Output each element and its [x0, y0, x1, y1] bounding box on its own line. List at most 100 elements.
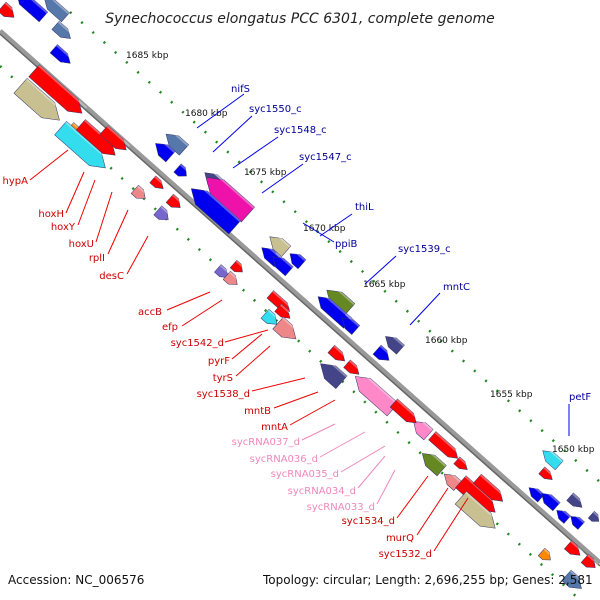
gene-label-lower[interactable]: hypA: [3, 176, 29, 187]
gene-arrow-steelblue[interactable]: [41, 0, 70, 23]
gene-arrow-highlight: [38, 64, 88, 109]
gene-arrow-blue[interactable]: [49, 44, 74, 68]
gene-label-upper[interactable]: petF: [569, 392, 591, 403]
gene-arrow-navy[interactable]: [587, 510, 600, 524]
gene-label-lower[interactable]: desC: [99, 271, 124, 282]
gene-arrow-highlight: [272, 290, 294, 310]
gene-label-upper[interactable]: syc1550_c: [249, 104, 302, 115]
leader-line: [166, 291, 211, 311]
gene-arrow-blue[interactable]: [269, 252, 294, 277]
gene-arrow-cyan[interactable]: [260, 308, 281, 329]
gene-arrow-red[interactable]: [149, 175, 166, 192]
gene-arrow-highlight: [396, 398, 420, 421]
gene-arrow-red[interactable]: [580, 553, 599, 572]
gene-arrow-highlight: [434, 431, 462, 456]
gene-label-upper[interactable]: syc1539_c: [398, 244, 451, 255]
gene-label-lower[interactable]: sycRNA033_d: [307, 502, 375, 513]
gene-arrow-blue[interactable]: [151, 138, 176, 163]
gene-arrow-highlight: [275, 252, 294, 269]
gene-label-lower[interactable]: syc1534_d: [342, 516, 395, 527]
gene-arrow-red[interactable]: [428, 431, 462, 463]
gene-arrow-blue[interactable]: [372, 344, 393, 365]
gene-arrow-red[interactable]: [28, 64, 88, 119]
gene-arrow-steelblue[interactable]: [51, 20, 74, 42]
gene-arrow-olive[interactable]: [454, 491, 501, 534]
gene-label-lower[interactable]: mntA: [261, 422, 288, 433]
gene-arrow-blue[interactable]: [173, 163, 190, 180]
gene-arrow-red[interactable]: [564, 540, 583, 560]
gene-label-upper[interactable]: ppiB: [335, 239, 357, 250]
gene-arrow-blue[interactable]: [286, 249, 307, 270]
gene-arrow-blue[interactable]: [338, 314, 361, 335]
gene-arrow-highlight: [333, 345, 349, 359]
gene-label-lower[interactable]: tyrS: [213, 373, 233, 384]
gene-label-upper[interactable]: syc1547_c: [299, 152, 352, 163]
gene-arrow-red[interactable]: [453, 456, 470, 473]
gene-label-lower[interactable]: pyrF: [208, 356, 230, 367]
gene-label-lower[interactable]: hoxU: [69, 239, 94, 250]
kbp-tick-label: 1680 kbp: [185, 109, 228, 119]
gene-label-upper[interactable]: thiL: [355, 202, 374, 213]
gene-label-lower[interactable]: accB: [138, 307, 162, 318]
gene-arrow-olive[interactable]: [265, 231, 292, 257]
gene-arrow-red[interactable]: [99, 125, 130, 155]
gene-arrow-lightred[interactable]: [130, 184, 149, 203]
gene-arrow-navy[interactable]: [382, 332, 405, 355]
gene-label-upper[interactable]: mntC: [443, 282, 470, 293]
gene-arrow-purple[interactable]: [214, 264, 231, 282]
gene-arrow-lightred[interactable]: [272, 316, 302, 345]
gene-arrow-highlight: [292, 249, 306, 262]
gene-arrow-red[interactable]: [229, 259, 246, 275]
leader-line: [301, 423, 336, 441]
gene-arrow-blue[interactable]: [567, 513, 585, 530]
gene-arrow-blue[interactable]: [538, 489, 561, 512]
gene-label-lower[interactable]: hoxY: [51, 222, 76, 233]
gene-arrow-highlight: [416, 416, 434, 431]
gene-arrow-red[interactable]: [389, 398, 420, 427]
gene-arrow-cyan[interactable]: [539, 446, 564, 471]
gene-arrow-lightred[interactable]: [222, 270, 241, 289]
gene-arrow-olive[interactable]: [13, 77, 66, 127]
gene-arrow-navy[interactable]: [566, 492, 586, 511]
gene-arrow-navy[interactable]: [315, 357, 348, 390]
gene-arrow-steelblue[interactable]: [561, 569, 586, 594]
leader-line: [232, 136, 279, 169]
leader-line: [416, 487, 449, 536]
gene-arrow-purple[interactable]: [153, 205, 172, 224]
gene-arrow-red[interactable]: [343, 359, 363, 378]
gene-label-lower[interactable]: sycRNA037_d: [232, 437, 300, 448]
gene-arrow-orange[interactable]: [537, 547, 554, 563]
gene-arrow-blue[interactable]: [553, 507, 571, 524]
gene-label-lower[interactable]: sycRNA035_d: [271, 469, 339, 480]
gene-arrow-red[interactable]: [472, 473, 506, 506]
gene-arrow-pink[interactable]: [350, 370, 399, 417]
gene-label-upper[interactable]: syc1548_c: [274, 125, 327, 136]
leader-line: [261, 163, 304, 194]
gene-label-lower[interactable]: sycRNA034_d: [288, 486, 356, 497]
gene-arrow-red[interactable]: [0, 1, 18, 22]
gene-label-lower[interactable]: mntB: [244, 406, 271, 417]
gene-label-lower[interactable]: efp: [162, 322, 178, 333]
gene-arrow-red[interactable]: [327, 344, 348, 364]
gene-arrow-blue[interactable]: [12, 0, 49, 23]
gene-label-lower[interactable]: syc1538_d: [197, 389, 250, 400]
gene-arrow-highlight: [569, 570, 587, 585]
gene-label-lower[interactable]: sycRNA036_d: [250, 454, 318, 465]
gene-arrow-pink[interactable]: [409, 416, 434, 441]
gene-label-lower[interactable]: murQ: [386, 533, 414, 544]
gene-label-upper[interactable]: nifS: [231, 84, 250, 95]
gene-arrow-blue[interactable]: [185, 182, 242, 235]
gene-arrow-highlight: [47, 0, 70, 15]
gene-arrow-steelblue[interactable]: [161, 129, 189, 156]
gene-arrow-red[interactable]: [538, 466, 555, 483]
gene-arrow-red[interactable]: [274, 303, 294, 322]
gene-arrow-blue[interactable]: [526, 484, 545, 503]
gene-label-lower[interactable]: syc1542_d: [171, 338, 224, 349]
gene-label-lower[interactable]: syc1532_d: [379, 549, 432, 560]
gene-arrow-red[interactable]: [165, 193, 184, 212]
gene-arrow-green[interactable]: [418, 448, 447, 477]
gene-arrow-magenta[interactable]: [199, 170, 255, 223]
gene-label-lower[interactable]: rplI: [89, 253, 105, 264]
gene-label-lower[interactable]: hoxH: [38, 209, 64, 220]
